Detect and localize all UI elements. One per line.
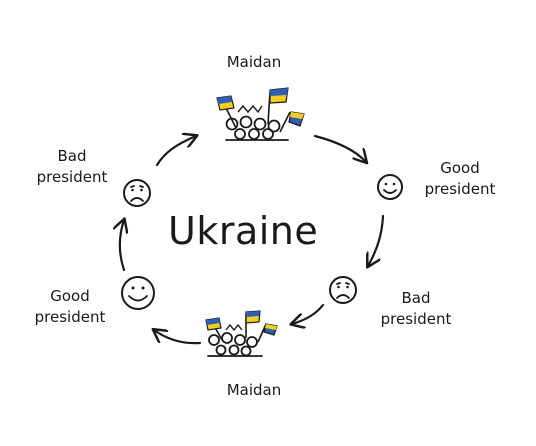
arrow-bad-to-maidan (292, 303, 325, 324)
crowd-with-flags-icon-bottom (205, 310, 278, 357)
arrow-good-to-bad (368, 214, 385, 266)
node-bottom-label: Maidan (226, 381, 282, 399)
node-right-lower-line1: Bad (401, 289, 431, 307)
center-label: Ukraine (168, 209, 319, 253)
sad-face-icon-right-lower (329, 276, 357, 304)
arrow-bad-to-maidan-left (155, 136, 196, 167)
node-left-upper-line2: president (36, 168, 108, 186)
arrow-good-to-bad-left (120, 220, 124, 272)
node-right-upper-label: Good president (412, 158, 508, 200)
arrow-maidan-to-good-left (154, 330, 202, 345)
node-left-upper-line1: Bad (57, 147, 87, 165)
happy-face-icon-left-lower (121, 276, 155, 310)
node-right-lower-line2: president (380, 310, 452, 328)
node-left-lower-line2: president (34, 308, 106, 326)
node-left-lower-line1: Good (50, 287, 90, 305)
happy-face-icon-right-upper (377, 174, 403, 200)
node-left-upper-label: Bad president (24, 146, 120, 188)
node-right-upper-line1: Good (440, 159, 480, 177)
node-top-label: Maidan (226, 53, 282, 71)
node-right-upper-line2: president (424, 180, 496, 198)
sad-face-icon-left-upper (123, 179, 151, 207)
node-left-lower-label: Good president (22, 286, 118, 328)
crowd-with-flags-icon-top (216, 87, 305, 141)
node-right-lower-label: Bad president (368, 288, 464, 330)
arrow-maidan-to-good (313, 134, 366, 162)
